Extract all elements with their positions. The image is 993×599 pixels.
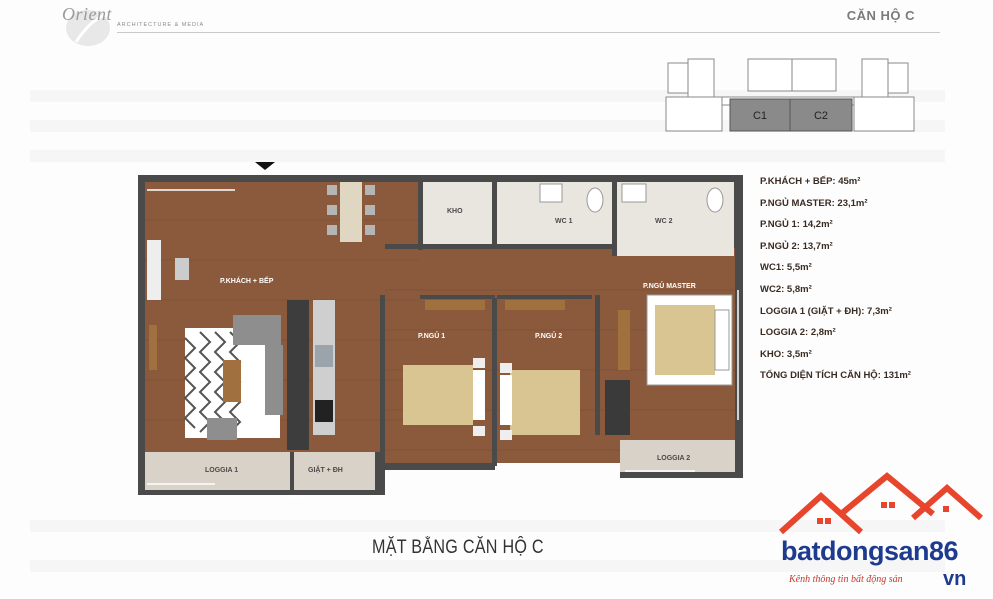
legend-item: P.NGỦ 2: 13,7m² (760, 240, 833, 252)
label-living: P.KHÁCH + BẾP (220, 275, 274, 285)
unit-c1 (729, 98, 791, 132)
tv-console (149, 325, 157, 370)
dining-table (327, 182, 375, 242)
loggia2-area (620, 440, 735, 472)
bed-2 (500, 363, 580, 440)
label-wc2: WC 2 (655, 218, 673, 225)
label-loggia1: LOGGIA 1 (205, 467, 238, 474)
background-stripe (30, 520, 945, 532)
storage-room (422, 182, 492, 244)
master-bed (646, 294, 733, 386)
legend-item: WC2: 5,8m² (760, 283, 812, 295)
brand-name: batdongsan86 (781, 536, 959, 566)
house-roofs-icon (778, 472, 983, 535)
sofa (233, 315, 281, 345)
legend-item: LOGGIA 2: 2,8m² (760, 327, 836, 339)
legend-item: P.NGỦ 1: 14,2m² (760, 219, 833, 231)
header-divider (117, 32, 940, 33)
background-stripe (30, 150, 945, 162)
logo-text: Orient (62, 4, 112, 24)
entrance-arrow-icon (255, 162, 275, 170)
logo-subtitle: ARCHITECTURE & MEDIA (117, 22, 205, 28)
unit-c1-label: C1 (753, 110, 767, 122)
label-bedroom2: P.NGỦ 2 (535, 331, 562, 340)
brand-suffix: vn (943, 568, 967, 590)
label-loggia2: LOGGIA 2 (657, 455, 690, 462)
legend-item-total: TỔNG DIỆN TÍCH CĂN HỘ: 131m² (760, 370, 911, 382)
background-stripe (30, 560, 945, 572)
label-storage: KHO (447, 208, 463, 215)
orient-logo-icon (66, 10, 111, 46)
floor-plan: P.KHÁCH + BẾP KHO WC 1 WC 2 P.NGỦ 1 P.NG… (138, 162, 743, 498)
area-legend: P.KHÁCH + BẾP: 45m² P.NGỦ MASTER: 23,1m²… (760, 171, 980, 387)
legend-item: P.NGỦ MASTER: 23,1m² (760, 197, 868, 209)
key-plan: C1 C2 (665, 58, 915, 132)
unit-c2-label: C2 (814, 110, 828, 122)
legend-item: P.KHÁCH + BẾP: 45m² (760, 176, 861, 187)
plan-title: MẶT BẰNG CĂN HỘ C (372, 537, 544, 558)
piano (147, 240, 161, 300)
label-wc1: WC 1 (555, 218, 573, 225)
legend-item: WC1: 5,5m² (760, 262, 812, 274)
kitchen-counter (287, 300, 309, 450)
legend-item: LOGGIA 1 (GIẶT + ĐH): 7,3m² (760, 305, 892, 317)
label-master: P.NGỦ MASTER (643, 281, 696, 290)
legend-item: KHO: 3,5m² (760, 348, 812, 360)
label-laundry: GIẶT + ĐH (308, 465, 343, 474)
bed-1 (403, 358, 485, 436)
brand-logo: batdongsan86 Kênh thông tin bất động sản… (777, 470, 987, 594)
brand-tagline: Kênh thông tin bất động sản (789, 574, 903, 585)
label-bedroom1: P.NGỦ 1 (418, 331, 445, 340)
page-title: CĂN HỘ C (846, 8, 915, 23)
unit-c2 (789, 98, 853, 132)
